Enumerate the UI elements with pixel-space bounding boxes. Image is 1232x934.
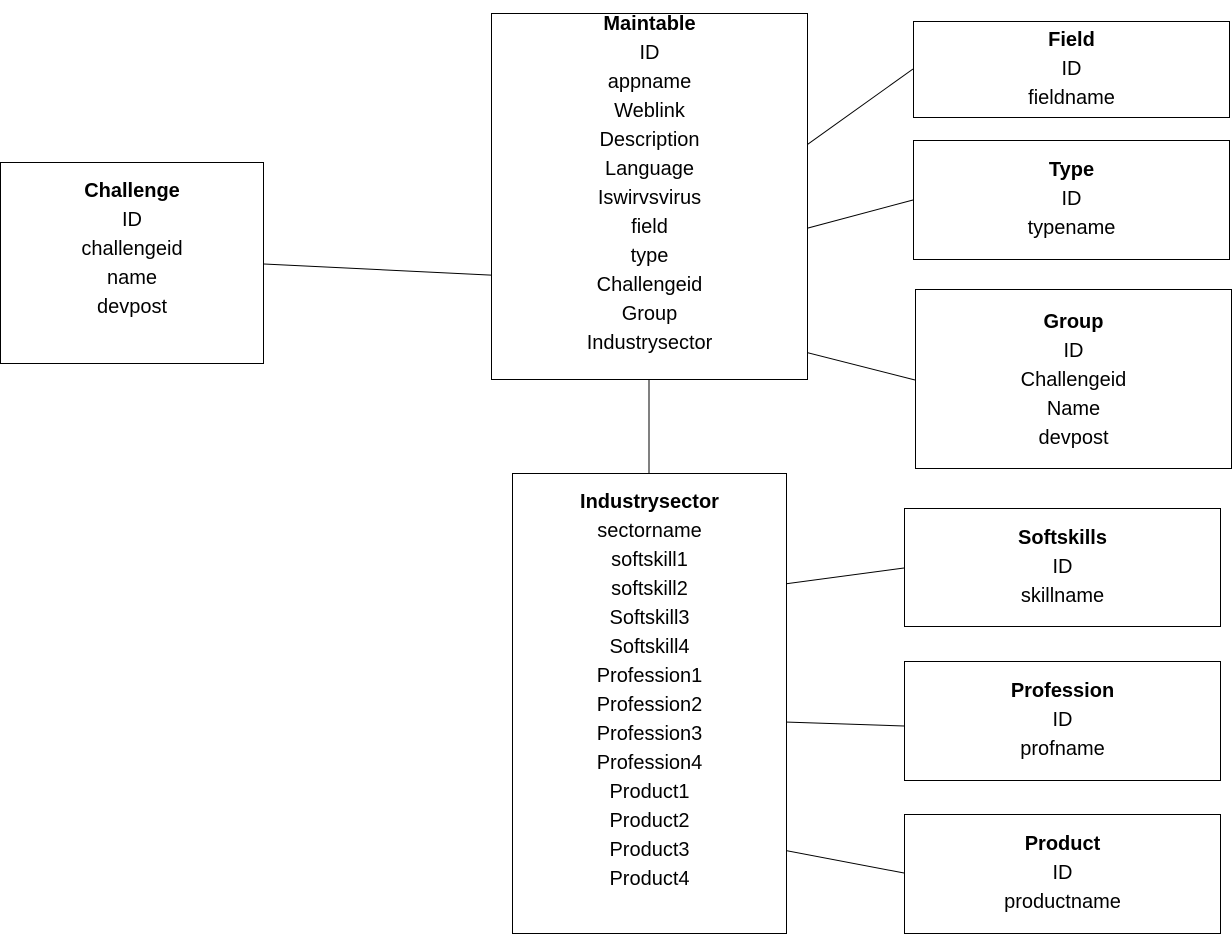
entity-field-row: ID [1052,556,1073,578]
entity-title: Group [1043,311,1104,333]
entity-field-row: ID [1061,58,1082,80]
entity-field-row: softskill2 [611,578,688,600]
entity-field-row: Softskill4 [609,636,690,658]
entity-field-row: productname [1004,891,1121,913]
entity-field-row: profname [1020,738,1105,760]
entity-title: Challenge [84,180,180,202]
entity-field-row: type [630,245,669,267]
entity-field-row: ID [122,209,142,231]
entity-title: Industrysector [580,491,719,513]
entity-field-row: field [631,216,668,238]
entity-field-row: Profession2 [596,694,703,716]
entity-field-row: skillname [1020,585,1105,607]
entity-field-row: sectorname [597,520,702,542]
entity-field-row: Profession1 [596,665,703,687]
entity-field-row: Product1 [609,781,690,803]
entity-field-row: devpost [96,296,168,318]
entity-field-row: Group [621,303,678,325]
entity-field-row: softskill1 [611,549,688,571]
entity-field-row: Profession4 [596,752,703,774]
entity-field-row: ID [1052,862,1073,884]
entity-field-row: Challengeid [596,274,703,296]
entity-title: Softskills [1018,527,1107,549]
entity-field-row: devpost [1038,427,1109,449]
entity-industrysector: Industrysector sectorname softskill1 softsk… [512,473,787,934]
entity-field-row: Softskill3 [609,607,690,629]
entity-field-row: Iswirvsvirus [597,187,702,209]
entity-field-row: challengeid [81,238,183,260]
entity-field-row: Profession3 [596,723,703,745]
entity-title: Field [1048,29,1095,51]
entity-title: Type [1048,159,1095,181]
entity-field-row: name [106,267,158,289]
entity-field-row: ID [1063,340,1084,362]
entity-field-row: Product3 [609,839,690,861]
entity-field-row: Industrysector [586,332,713,354]
entity-field-row: appname [607,71,692,93]
entity-field-row: Product4 [609,868,690,890]
entity-field-row: Weblink [614,100,685,122]
entity-field-row: Product2 [609,810,690,832]
entity-field-row: ID [639,42,660,64]
entity-field-row: ID [1061,188,1082,210]
entity-field-row: Language [605,158,694,180]
entity-field-row: Name [1046,398,1101,420]
entity-field-row: Description [599,129,700,151]
entity-title: Profession [1010,680,1115,702]
entity-field-row: typename [1027,217,1116,239]
entity-title: Product [1024,833,1101,855]
entity-field-row: fieldname [1028,87,1115,109]
entity-field-row: ID [1052,709,1073,731]
entity-title: Maintable [603,13,696,35]
entity-field-row: Challengeid [1020,369,1127,391]
